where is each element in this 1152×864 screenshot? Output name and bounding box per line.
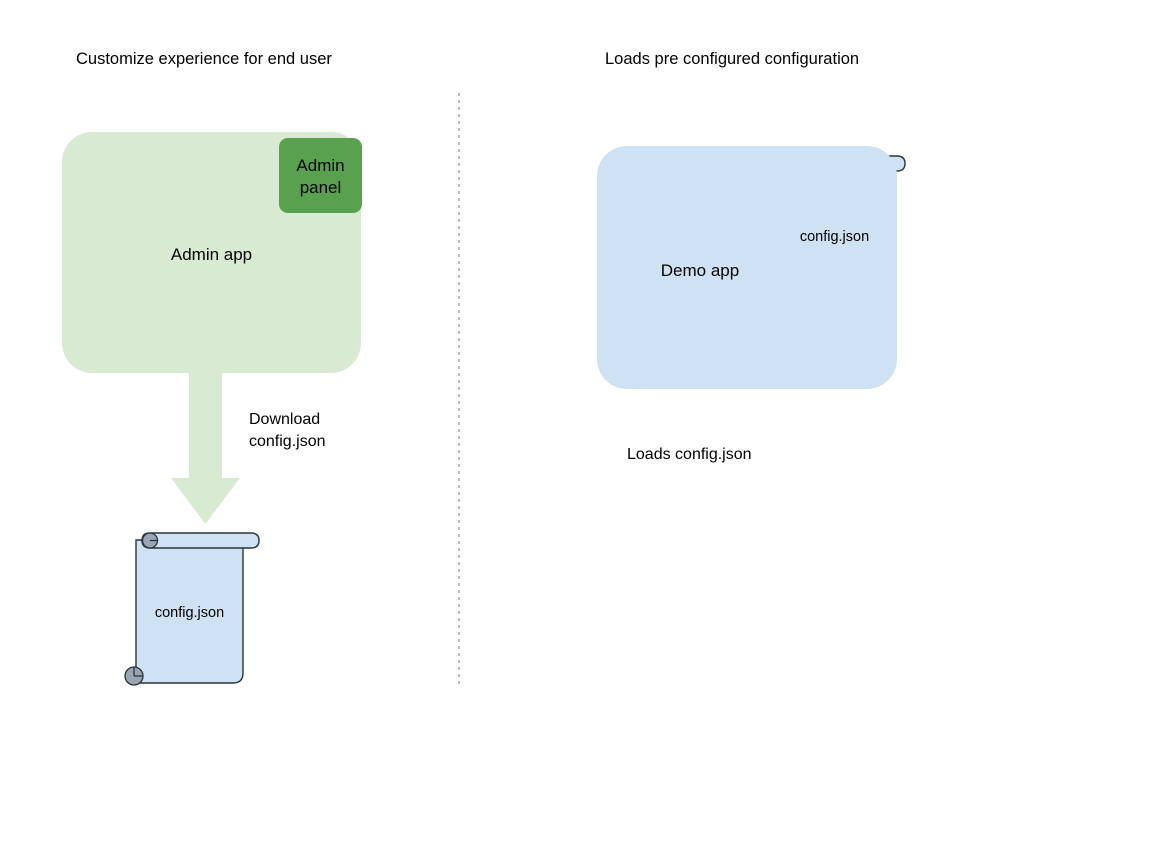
download-arrow-label-line2: config.json	[249, 433, 326, 450]
demo-app-box[interactable]	[597, 146, 897, 389]
right-document-label: config.json	[799, 229, 870, 245]
demo-app-label: Demo app	[660, 261, 740, 280]
admin-panel-label-line1: Admin	[296, 156, 345, 175]
admin-app-label: Admin app	[170, 245, 253, 264]
loads-config-caption: Loads config.json	[627, 446, 752, 463]
left-document-bottom-curl-disc	[124, 666, 144, 686]
left-panel-title: Customize experience for end user	[76, 50, 332, 68]
left-document-label: config.json	[154, 605, 225, 621]
right-panel-title: Loads pre configured configuration	[605, 50, 860, 68]
left-document-bottom-curl-notch	[133, 667, 143, 677]
download-arrow-label-line1: Download	[249, 411, 321, 428]
left-document-top-curl	[141, 532, 260, 549]
left-document-top-curl-disc	[141, 532, 159, 549]
admin-panel-box[interactable]	[279, 138, 362, 213]
admin-panel-label-line2: panel	[299, 178, 342, 197]
download-arrow	[171, 368, 240, 524]
